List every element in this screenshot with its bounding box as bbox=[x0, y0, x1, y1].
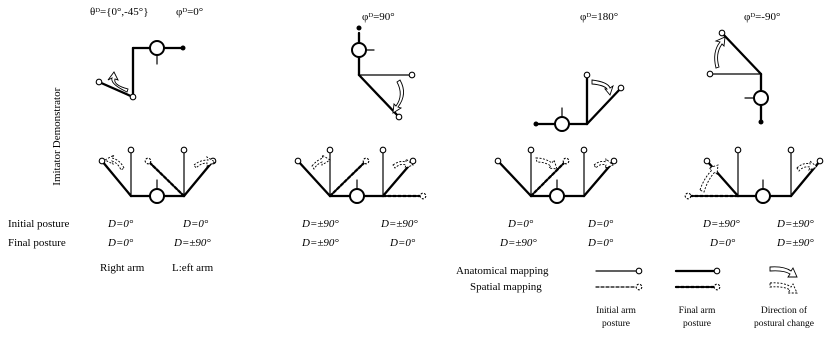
phi-label-neg90: φᴰ=-90° bbox=[744, 11, 780, 23]
legend-direction-line2: postural change bbox=[754, 319, 814, 329]
posture-initial-3-left: D=0° bbox=[587, 218, 614, 230]
demonstrator-figure-phi-90 bbox=[351, 25, 416, 121]
right-arm-label: Right arm bbox=[100, 262, 145, 274]
posture-initial-1-right: D=0° bbox=[107, 218, 134, 230]
legend-final-arm-line1: Final arm bbox=[679, 306, 716, 316]
legend-final-arm-line2: posture bbox=[683, 319, 711, 329]
legend: Anatomical mapping Spatial mapping Initi… bbox=[456, 265, 814, 329]
posture-initial-3-right: D=0° bbox=[507, 218, 534, 230]
posture-final-2-right: D=±90° bbox=[301, 237, 339, 249]
demonstrator-figure-phi-neg90 bbox=[706, 29, 769, 125]
demonstrator-figure-phi-0 bbox=[95, 40, 186, 101]
imitator-figure-4 bbox=[684, 146, 824, 204]
legend-initial-arm-line2: posture bbox=[602, 319, 630, 329]
posture-initial-4-right: D=±90° bbox=[702, 218, 740, 230]
posture-final-1-right: D=0° bbox=[107, 237, 134, 249]
imitator-figure-1 bbox=[98, 146, 217, 204]
posture-initial-2-left: D=±90° bbox=[380, 218, 418, 230]
posture-values: D=0° D=0° D=0° D=±90° D=±90° D=±90° D=±9… bbox=[107, 218, 814, 249]
initial-posture-label: Initial posture bbox=[8, 218, 70, 230]
legend-anatomical-label: Anatomical mapping bbox=[456, 265, 549, 277]
legend-initial-arm-line1: Initial arm bbox=[596, 306, 636, 316]
posture-final-2-left: D=0° bbox=[389, 237, 416, 249]
posture-initial-4-left: D=±90° bbox=[776, 218, 814, 230]
phi-label-90: φᴰ=90° bbox=[362, 11, 395, 23]
posture-final-3-right: D=±90° bbox=[499, 237, 537, 249]
legend-direction-line1: Direction of bbox=[761, 305, 808, 316]
phi-label-0: φᴰ=0° bbox=[176, 6, 203, 18]
imitator-figure-3 bbox=[494, 146, 618, 204]
theta-label: θᴰ={0°,-45°} bbox=[90, 6, 148, 18]
legend-spatial-label: Spatial mapping bbox=[470, 281, 542, 293]
posture-final-4-left: D=±90° bbox=[776, 237, 814, 249]
final-posture-label: Final posture bbox=[8, 237, 66, 249]
posture-final-4-right: D=0° bbox=[709, 237, 736, 249]
imitator-figure-2 bbox=[294, 146, 427, 204]
posture-final-1-left: D=±90° bbox=[173, 237, 211, 249]
demonstrator-row-label: Demonstrator bbox=[51, 87, 63, 148]
demonstrator-figure-phi-180 bbox=[533, 71, 625, 132]
posture-initial-1-left: D=0° bbox=[182, 218, 209, 230]
posture-final-3-left: D=0° bbox=[587, 237, 614, 249]
posture-initial-2-right: D=±90° bbox=[301, 218, 339, 230]
imitator-row-label: Imitator bbox=[51, 150, 63, 186]
phi-label-180: φᴰ=180° bbox=[580, 11, 618, 23]
left-arm-label: L:eft arm bbox=[172, 262, 214, 274]
